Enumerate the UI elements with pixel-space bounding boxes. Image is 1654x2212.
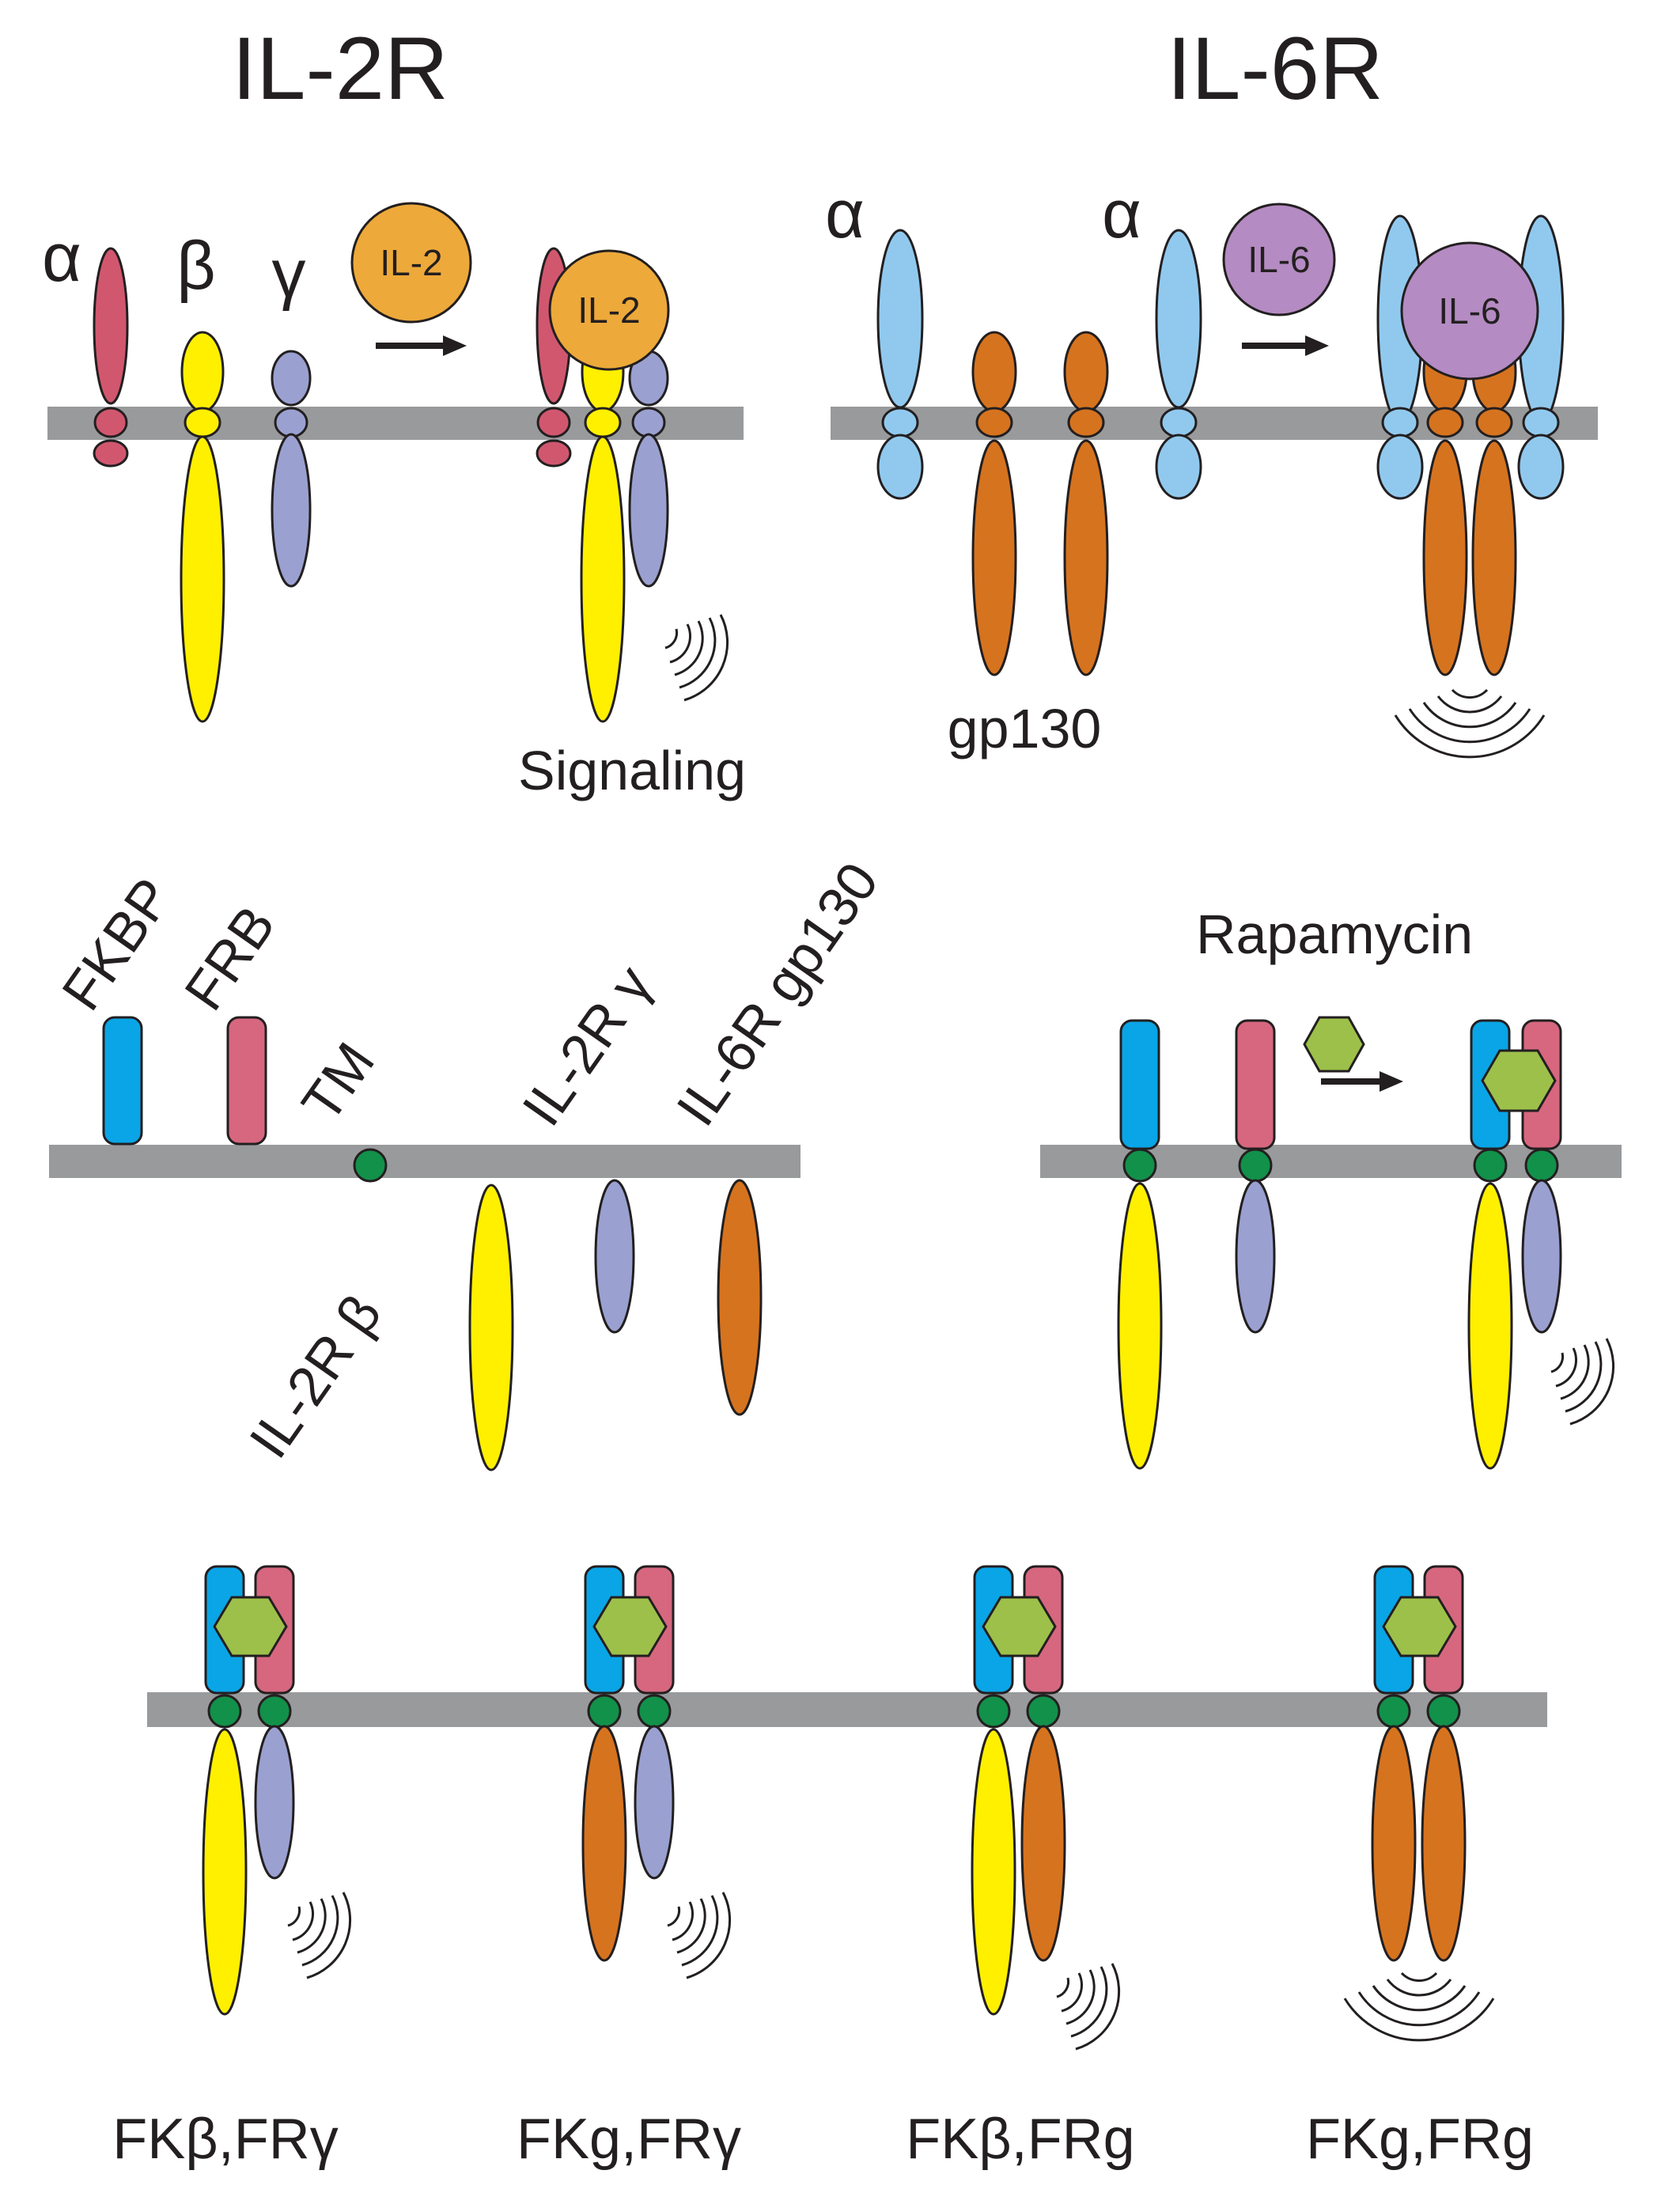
- signal-waves-icon: [666, 1891, 732, 1979]
- il6r-alpha-chain: [876, 229, 924, 500]
- tm-label: TM: [290, 1032, 386, 1133]
- rapamycin-label: Rapamycin: [1196, 903, 1473, 965]
- beta-label: β: [176, 228, 215, 304]
- gp130-label: gp130: [948, 698, 1102, 759]
- arrow-icon: [376, 335, 467, 356]
- signal-waves-icon: [286, 1891, 352, 1979]
- combo-label: FKβ,FRg: [906, 2108, 1134, 2171]
- il2-ligand-label: IL-2: [380, 242, 442, 283]
- arrow-icon: [1242, 335, 1329, 356]
- il2r-gamma-label: IL-2R γ: [510, 955, 663, 1137]
- signal-waves-icon: [1550, 1337, 1615, 1426]
- fkbp-il2r-beta-construct: [1117, 1019, 1163, 1470]
- fkbp-domain: [102, 1016, 143, 1146]
- rapamycin-panel: Rapamycin: [1040, 903, 1622, 1470]
- fkbp-label: FKBP: [50, 867, 184, 1021]
- membrane: [147, 1692, 1547, 1727]
- construct-panel: FKBP FRB TM IL-2R γ IL-6R gp130 IL-2R β: [49, 851, 890, 1472]
- il2r-panel: IL-2R α β γ IL-2: [42, 19, 746, 801]
- frb-label: FRB: [172, 895, 286, 1021]
- il6r-alpha-chain: [1155, 229, 1202, 500]
- arrow-icon: [1321, 1071, 1403, 1092]
- combinations-panel: FKβ,FRγ FKg,FRγ FKβ,FRg FKg,FRg: [112, 1565, 1547, 2171]
- il2r-bound-complex: IL-2: [536, 247, 670, 723]
- il2r-beta-cytoplasmic: [468, 1184, 514, 1472]
- dimerized-complex: [1467, 1019, 1562, 1470]
- il6r-gp130-label: IL-6R gp130: [664, 851, 890, 1136]
- membrane: [831, 407, 1598, 440]
- il2-bound-label: IL-2: [577, 290, 640, 331]
- alpha-right-label: α: [1102, 176, 1141, 252]
- combo-fkg-frg: [1343, 1565, 1495, 2042]
- frb-il2r-gamma-construct: [1235, 1019, 1276, 1334]
- membrane: [47, 407, 744, 440]
- alpha-left-label: α: [825, 176, 865, 252]
- rapamycin-icon: [1303, 1016, 1365, 1073]
- il6-bound-label: IL-6: [1438, 290, 1501, 331]
- il2r-beta-label: IL-2R β: [237, 1284, 392, 1469]
- rapamycin-icon: [1481, 1049, 1557, 1112]
- gp130-cytoplasmic: [717, 1179, 763, 1416]
- signal-waves-icon: [1394, 688, 1546, 759]
- frb-domain: [226, 1016, 267, 1146]
- il2-ligand: IL-2: [350, 202, 472, 324]
- il2r-beta-chain: [180, 331, 225, 723]
- combo-fkg-frgamma: [581, 1565, 732, 1979]
- il2r-gamma-chain: [271, 350, 312, 588]
- gamma-label: γ: [272, 236, 306, 312]
- tm-domain: [353, 1148, 388, 1183]
- signal-waves-icon: [664, 613, 729, 702]
- il2r-title: IL-2R: [232, 19, 449, 118]
- combo-label: FKg,FRg: [1306, 2108, 1534, 2171]
- combo-fkbeta-frgamma: [202, 1565, 352, 2016]
- signal-waves-icon: [1055, 1962, 1121, 2051]
- il2r-alpha-chain: [93, 247, 129, 468]
- gp130-chain: [971, 331, 1017, 676]
- il6-ligand-label: IL-6: [1247, 239, 1310, 280]
- gp130-chain: [1063, 331, 1109, 676]
- il6r-title: IL-6R: [1167, 19, 1383, 118]
- il6r-bound-complex: IL-6: [1376, 214, 1565, 676]
- il6-ligand: IL-6: [1222, 203, 1336, 316]
- il2r-gamma-cytoplasmic: [594, 1179, 635, 1334]
- il6r-panel: IL-6R α gp130 α I: [825, 19, 1598, 759]
- combo-label: FKβ,FRγ: [112, 2108, 338, 2171]
- combo-label: FKg,FRγ: [517, 2108, 741, 2171]
- signaling-label: Signaling: [518, 740, 746, 801]
- membrane: [49, 1145, 801, 1178]
- signal-waves-icon: [1343, 1971, 1495, 2042]
- alpha-label: α: [42, 220, 81, 296]
- combo-fkbeta-frg: [971, 1565, 1121, 2051]
